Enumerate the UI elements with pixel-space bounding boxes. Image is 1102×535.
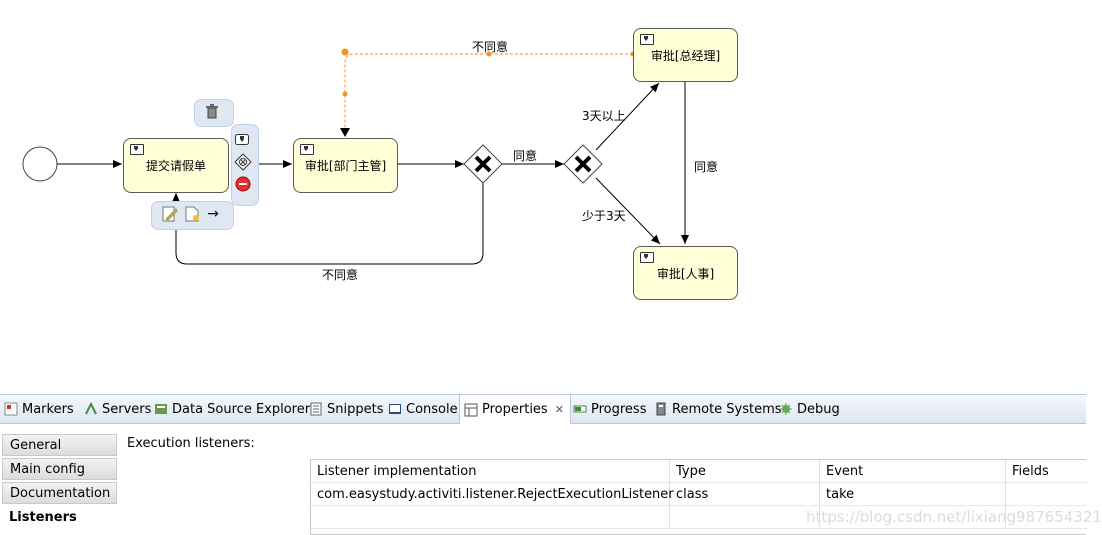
close-icon[interactable]: ✕ [554,403,564,416]
trash-icon[interactable] [205,104,221,120]
side-tab-documentation[interactable]: Documentation [2,482,117,504]
table-cell[interactable] [1006,483,1087,506]
table-row[interactable]: com.easystudy.activiti.listener.RejectEx… [311,483,1087,506]
flow-over-3-days[interactable] [595,82,660,151]
flow-label: 3天以上 [582,109,626,123]
context-pad-top [194,99,234,127]
user-task-icon [300,144,314,155]
task-submit-leave[interactable]: 提交请假单 [123,138,229,193]
data-source-icon [154,402,168,416]
view-tab-bar: Markers Servers Data Source Explorer Sni… [0,394,1086,424]
flow-label: 同意 [694,160,719,174]
table-row-empty[interactable] [311,506,1087,529]
bendpoint-handle[interactable] [486,51,492,57]
start-event[interactable] [22,146,58,182]
tab-data-source-explorer[interactable]: Data Source Explorer [154,395,310,423]
bendpoint-handle[interactable] [342,91,348,97]
flow-disagree-top[interactable] [344,53,633,136]
tab-label: Data Source Explorer [172,401,311,417]
exclusive-gateway-2[interactable] [563,144,603,184]
remote-systems-icon [654,402,668,416]
task-label: 审批[人事] [656,266,715,281]
console-icon [388,402,402,416]
task-label: 提交请假单 [145,159,206,173]
tab-label: Markers [22,401,74,417]
bendpoint-handle[interactable] [341,48,349,56]
properties-panel: Markers Servers Data Source Explorer Sni… [0,392,1102,535]
execution-listeners-label: Execution listeners: [127,436,255,451]
task-label: 审批[总经理] [650,48,721,63]
snippets-icon [309,402,323,416]
flow-label: 少于3天 [582,209,626,223]
properties-side-tabs: General Main config Documentation Listen… [2,434,117,530]
tab-label: Debug [797,401,840,417]
tab-label: Properties [482,402,548,417]
exclusive-gateway-1[interactable] [463,144,503,184]
tab-progress[interactable]: Progress [573,395,646,423]
table-cell[interactable] [670,506,820,529]
side-tab-main-config[interactable]: Main config [2,458,117,480]
servers-icon [84,401,98,416]
tab-remote-systems[interactable]: Remote Systems [654,395,782,423]
flow-disagree-loop[interactable] [172,183,484,265]
markers-icon [4,402,18,416]
tab-console[interactable]: Console [388,395,458,423]
table-cell[interactable]: class [670,483,820,506]
column-header[interactable]: Fields [1012,464,1049,479]
tab-label: Snippets [327,401,384,417]
tab-debug[interactable]: Debug [779,395,840,423]
tab-label: Console [406,401,458,417]
watermark: https://blog.csdn.net/lixiang987654321 [806,508,1102,526]
table-cell[interactable] [311,506,670,529]
task-hr[interactable]: 审批[人事] [633,246,738,300]
debug-icon [779,402,793,416]
progress-icon [573,402,587,416]
add-gateway-icon[interactable] [234,153,252,171]
column-header[interactable]: Listener implementation [311,460,670,483]
task-dept-manager[interactable]: 审批[部门主管] [293,138,398,193]
side-tab-listeners[interactable]: Listeners [2,506,117,528]
tab-snippets[interactable]: Snippets [309,395,383,423]
user-task-icon [640,34,654,45]
table-cell[interactable]: com.easystudy.activiti.listener.RejectEx… [311,483,674,506]
tab-label: Progress [591,401,647,417]
tab-properties[interactable]: Properties ✕ [459,395,571,424]
column-header[interactable]: Event [820,460,1006,483]
edit-pencil-icon[interactable] [162,206,178,222]
table-cell[interactable] [820,506,1006,529]
user-task-icon [640,252,654,263]
flow-under-3-days[interactable] [595,177,661,245]
table-cell[interactable]: take [820,483,1006,506]
task-label: 审批[部门主管] [304,159,387,173]
tab-label: Servers [102,401,152,417]
tab-servers[interactable]: Servers [84,395,151,423]
task-general-manager[interactable]: 审批[总经理] [633,28,738,82]
table-header-row: Listener implementation Type Event Field… [311,460,1087,483]
side-tab-general[interactable]: General [2,434,117,456]
new-document-icon[interactable] [184,206,200,222]
flow-label: 不同意 [322,268,359,282]
tab-label: Remote Systems [672,401,782,417]
user-task-icon [130,144,144,155]
add-end-event-icon[interactable] [235,176,251,192]
flow-connectors [22,48,689,265]
tab-markers[interactable]: Markers [4,395,74,423]
connect-arrow-icon[interactable]: → [207,206,219,222]
flow-label: 同意 [513,149,538,163]
column-header[interactable]: Type [670,460,820,483]
add-task-icon[interactable] [235,134,251,150]
properties-icon [464,403,478,417]
flow-label: 不同意 [472,40,509,54]
bpmn-canvas[interactable]: → 提交请假单 审批[部门主管] 审批[总经理] 审批[人事] 不同意 同意 3… [0,0,1086,392]
